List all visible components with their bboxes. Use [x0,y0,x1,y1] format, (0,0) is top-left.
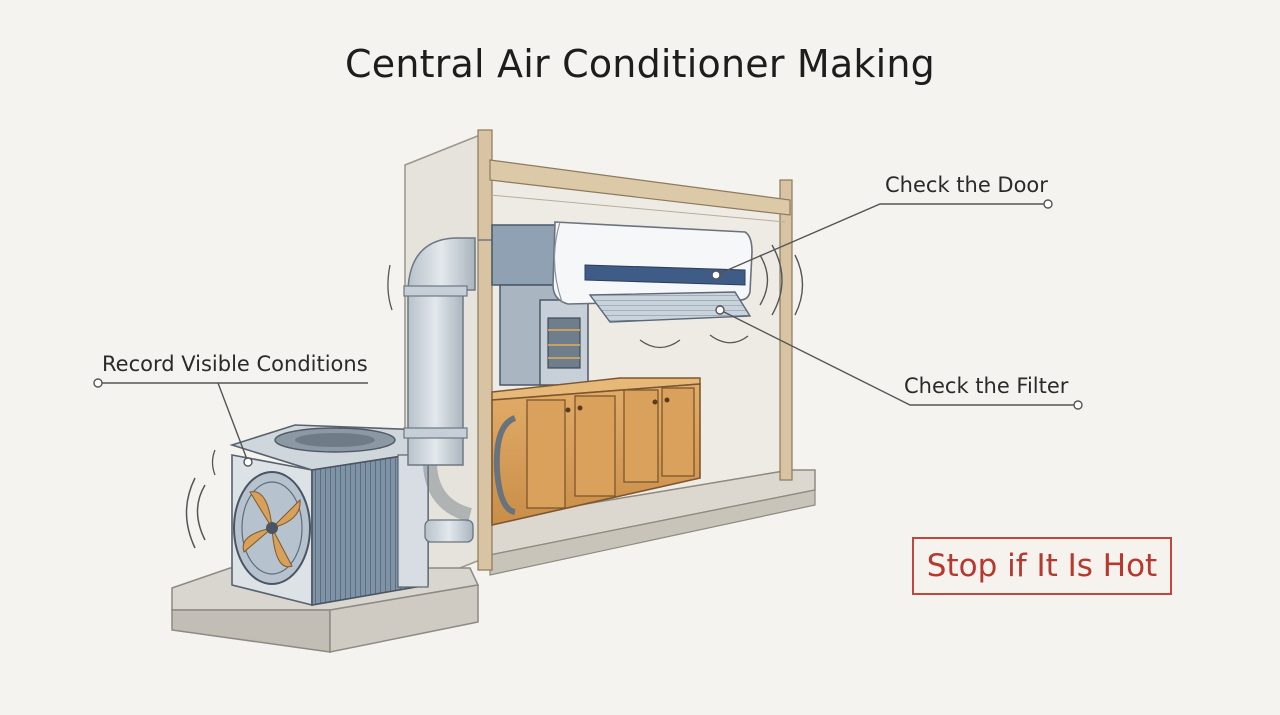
filter-leader-line [719,309,1078,406]
conditions-target-dot [243,457,253,467]
duct [387,237,500,522]
door-leader-dot [1043,199,1053,209]
indoor-unit [552,221,804,349]
door-target-dot [711,270,721,280]
callout-record-conditions: Record Visible Conditions [102,352,368,376]
warning-box: Stop if It Is Hot [912,537,1172,595]
filter-target-dot [715,305,725,315]
page-title: Central Air Conditioner Making [345,42,935,86]
callout-check-door: Check the Door [885,173,1048,197]
condenser-unit [185,424,474,607]
filter-leader-dot [1073,400,1083,410]
conditions-leader-line [217,382,249,463]
conditions-leader-dot [93,378,103,388]
callout-check-filter: Check the Filter [904,374,1069,398]
leader-lines [93,199,1083,467]
cabinet [491,377,701,527]
door-leader-line [715,203,1048,276]
air-handler [491,224,589,386]
